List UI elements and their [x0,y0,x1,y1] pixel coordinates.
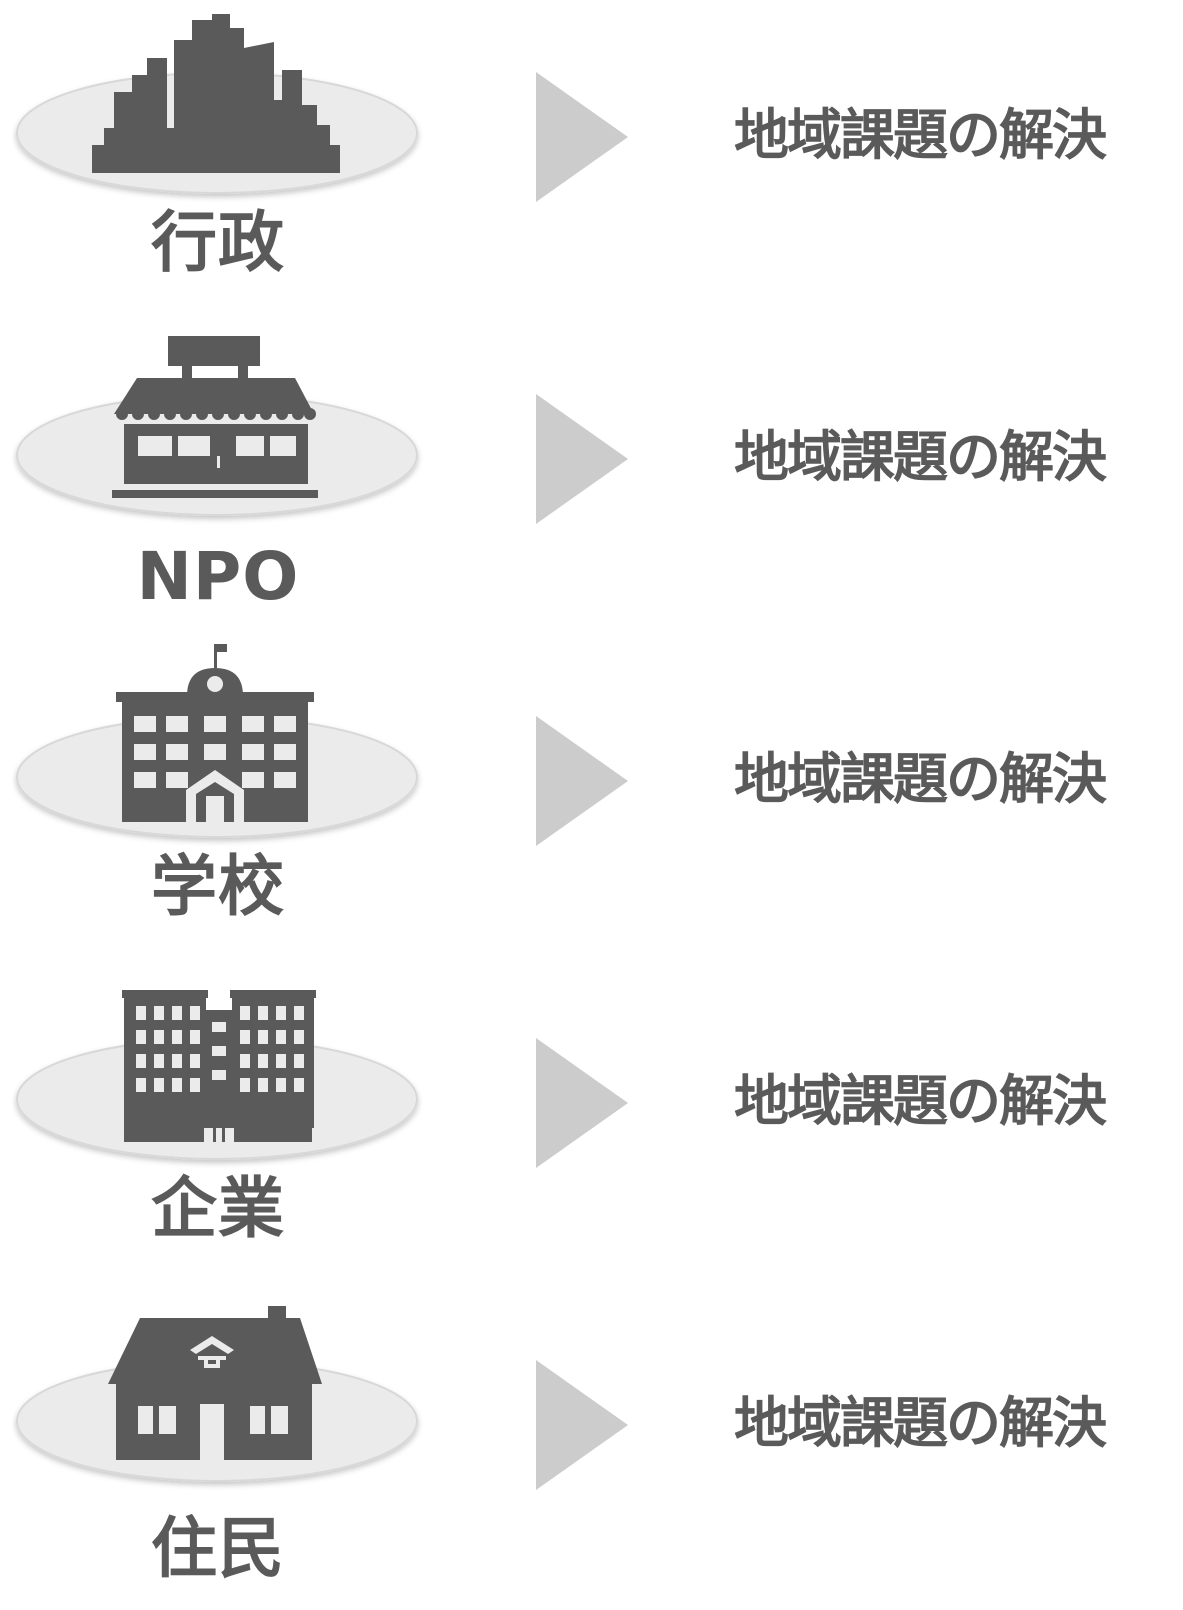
actor-label: NPO [136,538,300,615]
outcome-label: 地域課題の解決 [734,747,1107,811]
city-skyline-icon [12,0,424,210]
arrow-icon [536,72,628,202]
actor-label: 行政 [151,204,285,281]
arrow-icon [536,716,628,846]
row-jumin: 住民 地域課題の解決 [0,1288,1183,1610]
row-gyosei: 行政 地域課題の解決 [0,0,1183,322]
actor-label: 学校 [151,848,285,925]
outcome-label: 地域課題の解決 [734,1391,1107,1455]
outcome-label: 地域課題の解決 [734,103,1107,167]
row-kigyo: 企業 地域課題の解決 [0,966,1183,1288]
school-building-icon [12,644,424,854]
actor-label: 住民 [151,1510,285,1587]
office-building-icon [12,966,424,1176]
row-npo: NPO 地域課題の解決 [0,322,1183,644]
arrow-icon [536,394,628,524]
arrow-icon [536,1360,628,1490]
row-gakko: 学校 地域課題の解決 [0,644,1183,966]
actor-label: 企業 [151,1170,285,1247]
outcome-label: 地域課題の解決 [734,1069,1107,1133]
house-icon [12,1288,424,1498]
outcome-label: 地域課題の解決 [734,425,1107,489]
storefront-icon [12,322,424,532]
arrow-icon [536,1038,628,1168]
